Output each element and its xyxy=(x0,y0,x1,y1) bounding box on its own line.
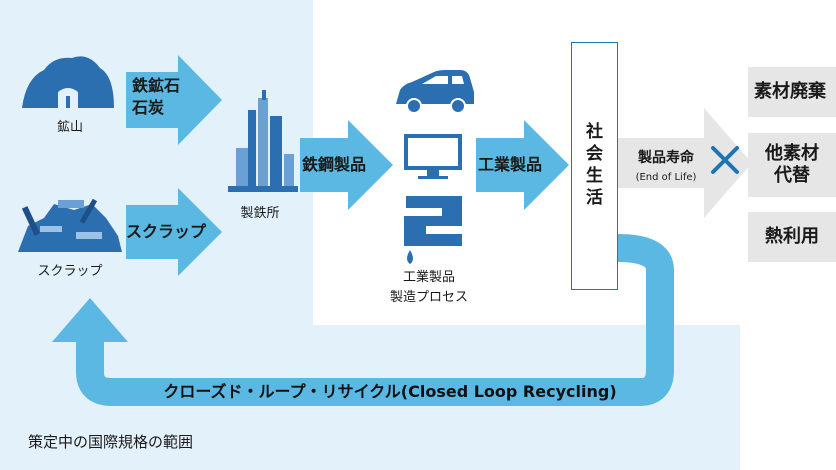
heat-use-label: 熱利用 xyxy=(765,226,819,247)
scrap-arrow xyxy=(126,188,222,276)
alt-material-label-1: 他素材 xyxy=(765,143,819,164)
steel-mill-icon xyxy=(228,90,298,192)
society-life-char: 会 xyxy=(586,144,603,164)
scrap-pile-icon xyxy=(18,198,122,252)
car-icon xyxy=(396,70,474,114)
coal-label: 石炭 xyxy=(132,98,165,117)
society-life-label: 社 会 生 活 xyxy=(572,121,617,209)
scope-label: 策定中の国際規格の範囲 xyxy=(28,433,194,451)
industrial-process-label-2: 製造プロセス xyxy=(389,290,468,305)
steel-products-label: 鉄鋼製品 xyxy=(302,155,367,174)
product-lifetime-label: 製品寿命 xyxy=(638,150,694,166)
closed-loop-arrow xyxy=(76,234,674,406)
mine-icon xyxy=(22,56,114,108)
industrial-process-label-1: 工業製品 xyxy=(402,270,455,285)
alt-material-box: 他素材 代替 xyxy=(748,133,836,197)
society-life-char: 社 xyxy=(586,122,603,142)
closed-loop-arrowhead xyxy=(52,298,128,342)
scrap-arrow-label: スクラップ xyxy=(126,222,207,241)
steel-products-arrow xyxy=(300,120,393,210)
closed-loop-label: クローズド・ループ・リサイクル(Closed Loop Recycling) xyxy=(163,382,617,401)
society-life-char: 生 xyxy=(586,166,603,186)
material-disposal-label: 素材廃棄 xyxy=(754,81,826,102)
society-life-char: 活 xyxy=(586,188,603,208)
end-of-life-label: (End of Life) xyxy=(635,172,697,183)
material-disposal-box: 素材廃棄 xyxy=(748,67,836,117)
ore-arrow xyxy=(126,55,222,145)
ore-label: 鉄鉱石 xyxy=(132,76,181,95)
alt-material-label-2: 代替 xyxy=(774,165,810,186)
monitor-icon xyxy=(404,134,462,179)
steelworks-label: 製鉄所 xyxy=(240,206,280,221)
industrial-products-arrow xyxy=(476,120,569,210)
industrial-products-label: 工業製品 xyxy=(478,155,543,174)
scrap-source-label: スクラップ xyxy=(37,264,103,279)
end-of-life-arrow xyxy=(618,108,752,218)
mine-label: 鉱山 xyxy=(56,120,83,135)
faucet-icon xyxy=(404,196,462,264)
heat-use-box: 熱利用 xyxy=(748,212,836,262)
society-life-box: 社 会 生 活 xyxy=(571,42,618,290)
cross-icon xyxy=(711,146,739,174)
